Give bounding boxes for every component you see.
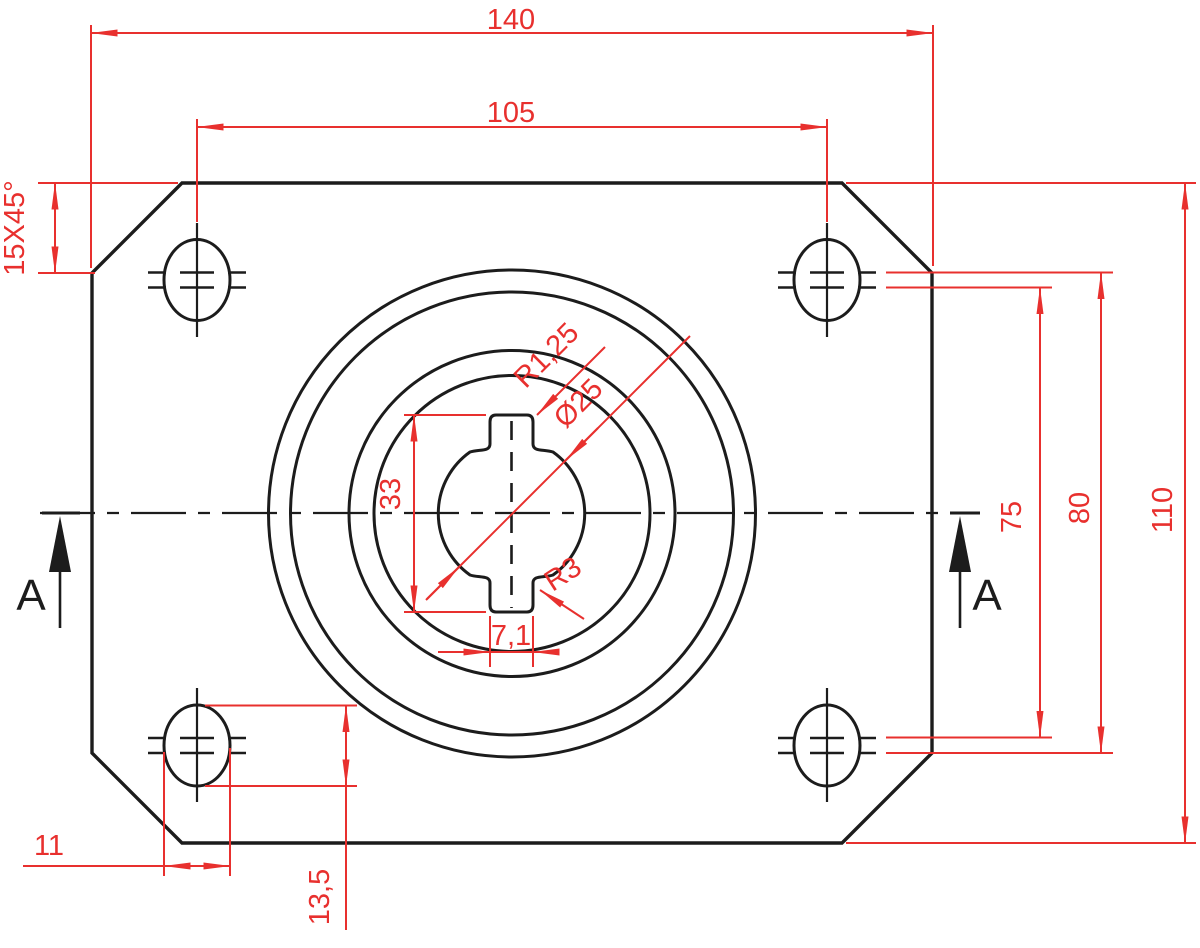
dim-overall-height-110: 110 bbox=[846, 182, 1196, 844]
leader-line bbox=[536, 346, 606, 416]
section-arrow-head bbox=[949, 516, 971, 572]
dim-text-chamfer: 15X45° bbox=[0, 180, 31, 275]
arrow bbox=[426, 566, 460, 600]
plate-outline bbox=[90, 181, 934, 845]
arrow bbox=[565, 427, 599, 461]
dim-text-overall-height: 110 bbox=[1147, 487, 1179, 533]
dim-bolt-line-outer-80: 80 bbox=[886, 271, 1113, 754]
dim-bolt-spacing-105: 105 bbox=[196, 97, 828, 222]
thread-ticks-outer bbox=[148, 736, 246, 755]
dim-keyway-span-33: 33 bbox=[375, 414, 486, 613]
dim-text-keyway-span: 33 bbox=[375, 478, 407, 510]
thread-ticks-outer bbox=[778, 736, 876, 755]
thread-ticks-outer bbox=[778, 271, 876, 289]
dim-bolt-slot-width-11: 11 bbox=[23, 748, 231, 876]
dim-text-bolt-spacing: 105 bbox=[487, 97, 535, 129]
section-mark-right: A bbox=[949, 511, 1002, 628]
dim-text-keyway-corner: R1,25 bbox=[508, 317, 585, 394]
dim-text-bolt-slot-height: 13,5 bbox=[304, 869, 336, 925]
bolt-hole-top-left bbox=[148, 223, 246, 337]
section-mark-left: A bbox=[16, 511, 80, 628]
dim-text-bolt-line-outer: 80 bbox=[1064, 492, 1096, 524]
thread-ticks-outer bbox=[148, 271, 246, 289]
section-label-left: A bbox=[16, 571, 46, 620]
bolt-hole-bottom-left bbox=[148, 688, 246, 802]
dim-text-bolt-line-inner: 75 bbox=[996, 501, 1028, 533]
diameter-line bbox=[425, 335, 691, 601]
bolt-hole-top-right bbox=[778, 223, 876, 337]
dim-keyway-width-7-1: 7,1 bbox=[438, 616, 560, 667]
section-label-right: A bbox=[972, 571, 1002, 620]
dim-keyway-fillet-radius: R3 bbox=[539, 551, 588, 620]
dim-text-keyway-fillet: R3 bbox=[539, 551, 588, 598]
dim-chamfer-15x45: 15X45° bbox=[0, 180, 178, 276]
plate-edge bbox=[90, 181, 934, 845]
section-arrow-head bbox=[49, 516, 71, 572]
bolt-hole-bottom-right bbox=[778, 688, 876, 802]
keyhole-profile bbox=[436, 413, 587, 614]
dim-bolt-slot-height-13-5: 13,5 bbox=[205, 704, 357, 930]
dim-text-overall-width: 140 bbox=[487, 4, 535, 36]
dim-overall-width-140: 140 bbox=[90, 4, 934, 268]
dim-text-keyway-width: 7,1 bbox=[491, 620, 531, 652]
dim-text-bolt-slot-width: 11 bbox=[34, 830, 64, 862]
dim-bolt-line-inner-75: 75 bbox=[886, 286, 1052, 739]
leader-line bbox=[539, 589, 585, 620]
